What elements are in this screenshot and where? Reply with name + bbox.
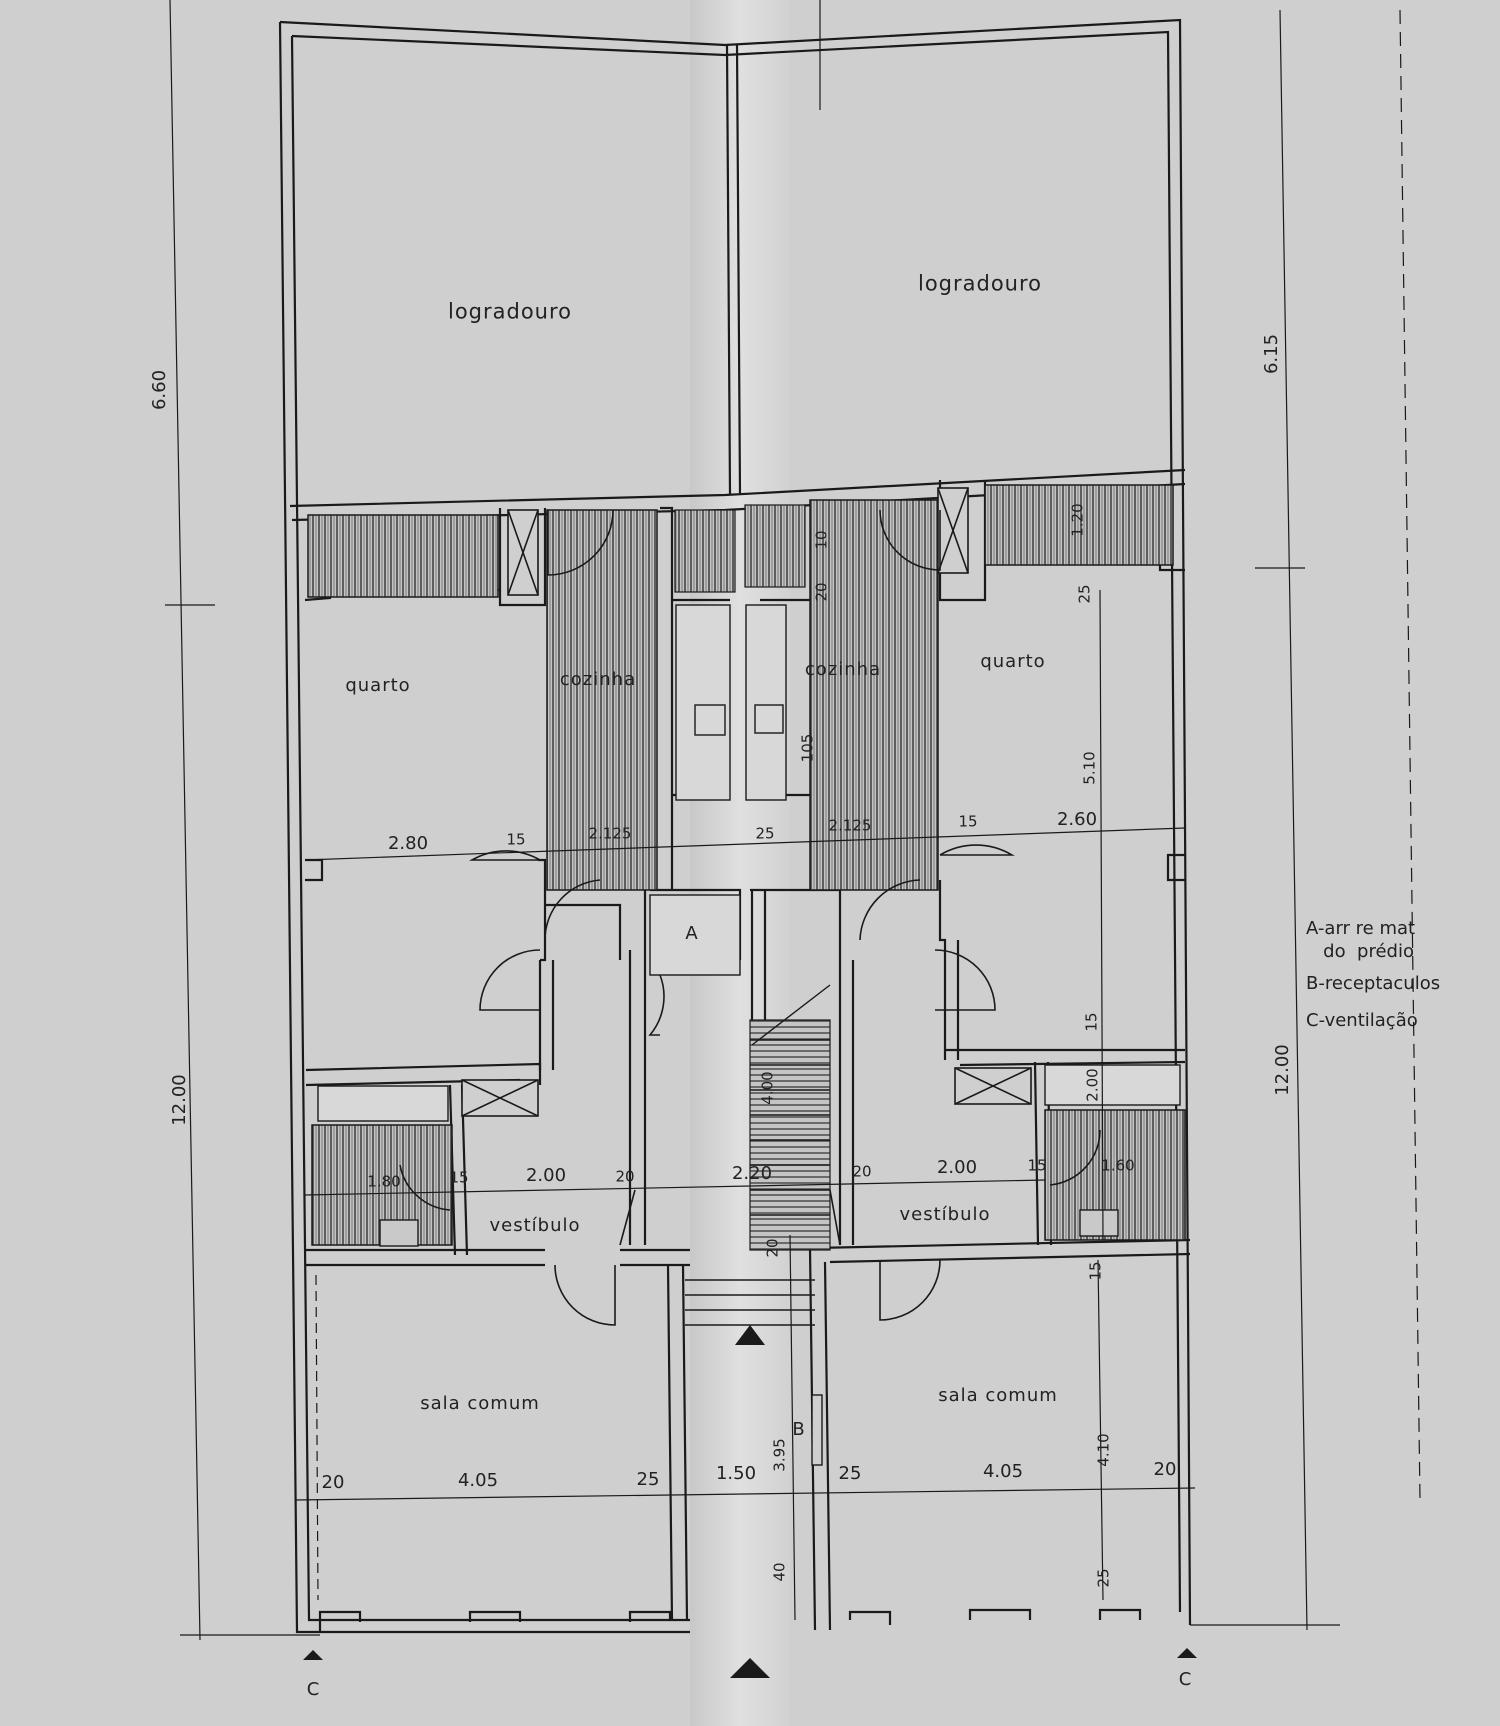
dim-vest-width-left: 2.00 [525, 1165, 567, 1186]
dim-left-top-height: 6.60 [149, 369, 170, 411]
room-logradouro-right: logradouro [917, 271, 1043, 296]
dim-center-20: 20 [763, 1238, 782, 1258]
dim-sala-wall-25-left: 25 [636, 1469, 660, 1490]
central-stack [317, 604, 1181, 1466]
dim-vest-wall-20-right: 20 [852, 1162, 872, 1181]
dim-wall-15-a: 15 [506, 830, 526, 849]
room-sala-comum-right: sala comum [938, 1385, 1058, 1406]
dim-sala-width-left: 4.05 [457, 1470, 499, 1491]
dim-vest-wall-20-left: 20 [615, 1167, 635, 1186]
hatched-areas [307, 484, 1186, 1251]
legend-item-b: B-receptaculos [1306, 973, 1441, 994]
dim-right-top-height: 6.15 [1261, 333, 1282, 375]
room-logradouro-left: logradouro [447, 299, 573, 324]
section-mark-c-left: C [306, 1679, 320, 1700]
room-sala-comum-left: sala comum [420, 1393, 540, 1414]
dim-right-25: 25 [1075, 584, 1094, 604]
room-vestibulo-right: vestíbulo [899, 1204, 991, 1225]
dim-right-25-b: 25 [1094, 1568, 1113, 1588]
paper-fold [690, 0, 790, 1726]
dim-kitchen-105: 105 [798, 733, 817, 763]
dim-wall-15-b: 15 [958, 812, 978, 831]
dim-center-40: 40 [770, 1562, 789, 1582]
dim-right-1-20: 1.20 [1068, 503, 1087, 537]
dim-right-2-00: 2.00 [1083, 1068, 1102, 1102]
dim-right-5-10: 5.10 [1080, 751, 1099, 785]
section-mark-c-right: C [1178, 1669, 1192, 1690]
dim-sala-width-right: 4.05 [982, 1461, 1024, 1482]
ventilation-shafts [461, 487, 1032, 1117]
dim-cozinha-width-left: 2.125 [588, 824, 632, 843]
dim-right-15-b: 15 [1086, 1261, 1105, 1281]
dim-sala-wall-20-left: 20 [321, 1472, 345, 1493]
room-quarto-right: quarto [980, 651, 1046, 672]
dim-kitchen-20: 20 [812, 582, 831, 602]
dim-corridor-width: 1.50 [715, 1463, 757, 1484]
dim-cozinha-width-right: 2.125 [828, 816, 872, 835]
room-tag-b: B [792, 1419, 806, 1440]
room-vestibulo-left: vestíbulo [489, 1215, 581, 1236]
legend-item-a: A-arr re mat do prédio [1306, 918, 1416, 962]
room-cozinha-right: cozinha [804, 659, 882, 680]
dim-right-bottom-height: 12.00 [1272, 1044, 1293, 1096]
dim-kitchen-10: 10 [812, 530, 831, 550]
dim-vest-wall-15-left: 15 [449, 1168, 469, 1187]
dim-right-4-10: 4.10 [1094, 1433, 1113, 1467]
legend: A-arr re mat do prédio B-receptaculos C-… [1306, 918, 1440, 1046]
dim-stair-width: 2.20 [731, 1163, 773, 1184]
door-swings [399, 509, 1101, 1326]
legend-item-c: C-ventilação [1306, 1009, 1418, 1031]
dim-vest-wall-15-right: 15 [1027, 1156, 1047, 1175]
dim-quarto-width-right: 2.60 [1056, 809, 1098, 830]
dim-sala-wall-20-right: 20 [1153, 1459, 1177, 1480]
section-arrows [303, 1325, 1197, 1678]
dim-stair-length: 4.00 [758, 1071, 777, 1105]
dim-bath-width-right: 1.60 [1101, 1156, 1135, 1175]
dimension-lines [165, 0, 1421, 1641]
room-tag-a: A [685, 923, 699, 944]
room-quarto-left: quarto [345, 675, 411, 696]
dim-bath-width-left: 1.80 [367, 1172, 401, 1191]
room-cozinha-left: cozinha [559, 669, 637, 690]
dim-wall-25-mid: 25 [755, 824, 775, 843]
dim-center-3-95: 3.95 [770, 1438, 789, 1472]
dim-quarto-width-left: 2.80 [387, 833, 429, 854]
dim-left-bottom-height: 12.00 [169, 1074, 190, 1126]
dim-sala-wall-25-right: 25 [838, 1463, 862, 1484]
dim-right-15-a: 15 [1082, 1012, 1101, 1032]
dim-vest-width-right: 2.00 [936, 1157, 978, 1178]
stair-treads [685, 984, 831, 1326]
